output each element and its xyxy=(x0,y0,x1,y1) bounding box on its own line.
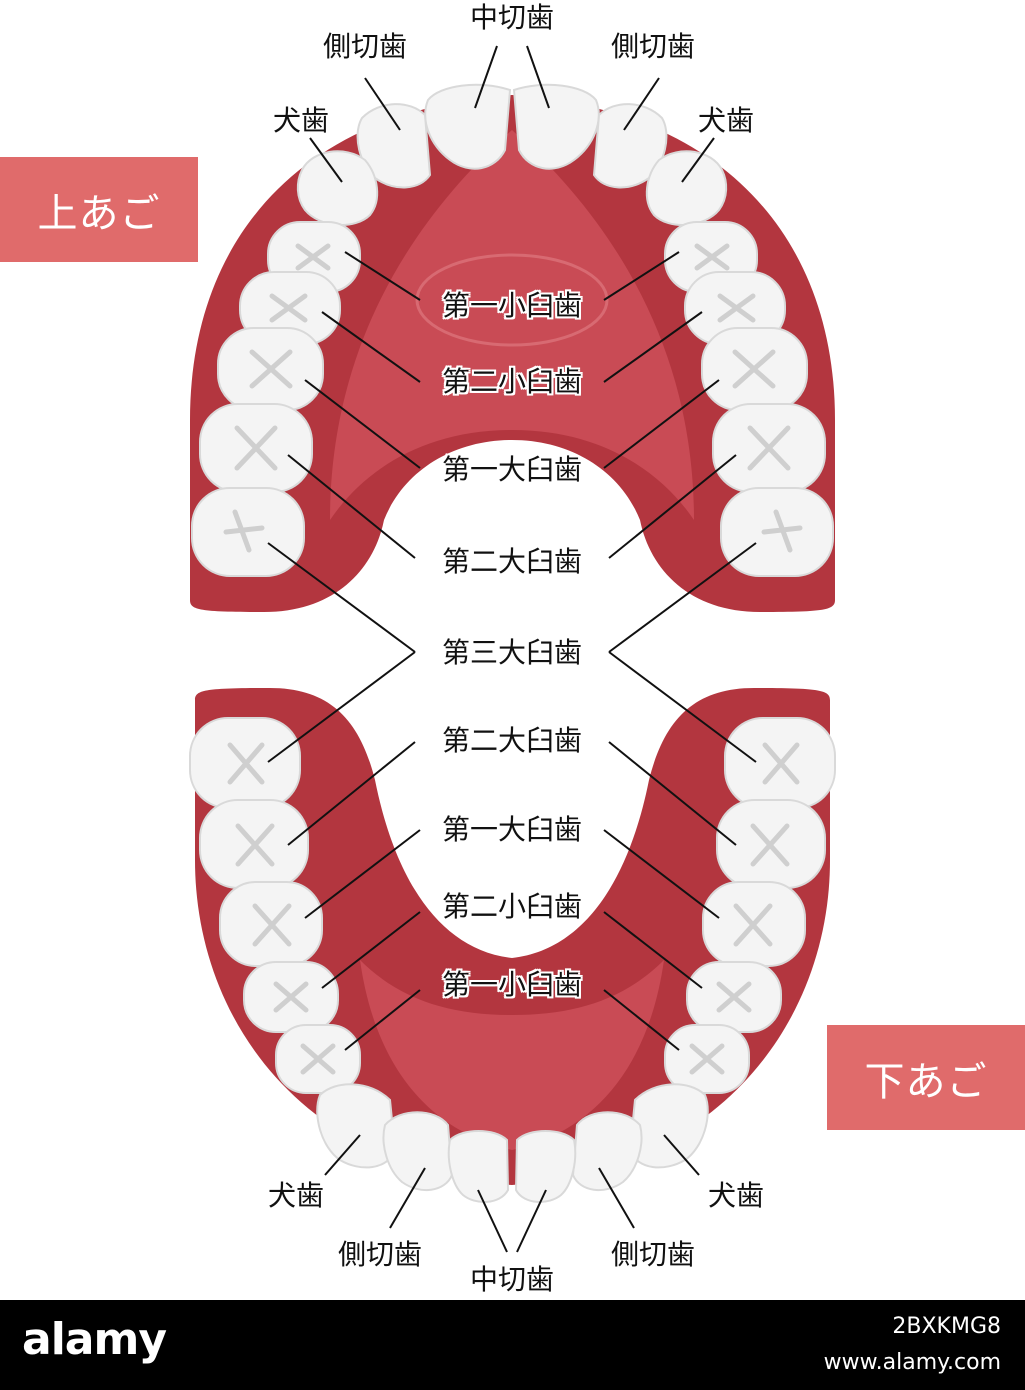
label-lower-first-molar: 第一大臼歯 xyxy=(441,813,583,846)
lower-lateral-incisor-left xyxy=(382,1111,454,1192)
lower-lateral-incisor-right xyxy=(571,1111,643,1192)
upper-jaw-badge: 上あご xyxy=(0,157,198,262)
upper-tooth-grooves xyxy=(223,243,803,553)
upper-lateral-incisor-right xyxy=(592,103,668,189)
label-upper-first-molar: 第一大臼歯 xyxy=(441,453,583,486)
label-lower-first-premolar: 第一小臼歯 xyxy=(441,968,583,1001)
label-upper-canine-left: 犬歯 xyxy=(272,104,330,137)
label-upper-second-molar: 第二大臼歯 xyxy=(441,545,583,578)
upper-central-incisor-right xyxy=(512,83,600,170)
label-upper-canine-right: 犬歯 xyxy=(697,104,755,137)
dental-arch-diagram xyxy=(189,45,836,1253)
label-upper-lateral-incisor-right: 側切歯 xyxy=(610,30,696,63)
label-upper-first-premolar: 第一小臼歯 xyxy=(441,289,583,322)
upper-canine-right xyxy=(645,150,728,227)
upper-central-incisor-left xyxy=(424,83,512,170)
lower-tongue-area xyxy=(360,960,664,1150)
upper-lateral-incisor-left xyxy=(356,103,432,189)
label-lower-canine-right: 犬歯 xyxy=(707,1179,765,1212)
leader-lines xyxy=(267,45,757,1253)
upper-palate xyxy=(330,130,694,520)
lower-central-incisor-left xyxy=(447,1130,510,1203)
label-upper-lateral-incisor-left: 側切歯 xyxy=(322,30,408,63)
site-url: www.alamy.com xyxy=(823,1350,1001,1375)
watermark-footer: alamy 2BXKMG8 www.alamy.com xyxy=(0,1300,1025,1390)
lower-central-incisor-right xyxy=(514,1130,577,1203)
label-lower-central-incisor: 中切歯 xyxy=(469,1263,555,1296)
label-lower-second-molar: 第二大臼歯 xyxy=(441,724,583,757)
lower-canine-right xyxy=(628,1083,709,1169)
label-lower-second-premolar: 第二小臼歯 xyxy=(441,890,583,923)
lower-jaw-badge: 下あご xyxy=(827,1025,1025,1130)
label-lower-lateral-incisor-left: 側切歯 xyxy=(337,1238,423,1271)
lower-tooth-grooves xyxy=(227,742,800,1075)
label-upper-central-incisor: 中切歯 xyxy=(469,1,555,34)
lower-canine-left xyxy=(316,1083,397,1169)
label-upper-second-premolar: 第二小臼歯 xyxy=(441,365,583,398)
lower-teeth xyxy=(189,717,836,1203)
upper-palate-highlight xyxy=(415,253,609,347)
upper-teeth xyxy=(191,83,834,577)
image-id: 2BXKMG8 xyxy=(892,1314,1001,1339)
label-lower-canine-left: 犬歯 xyxy=(267,1179,325,1212)
label-lower-lateral-incisor-right: 側切歯 xyxy=(610,1238,696,1271)
upper-canine-left xyxy=(296,150,379,227)
label-third-molar: 第三大臼歯 xyxy=(441,636,583,669)
alamy-logo: alamy xyxy=(22,1314,167,1365)
